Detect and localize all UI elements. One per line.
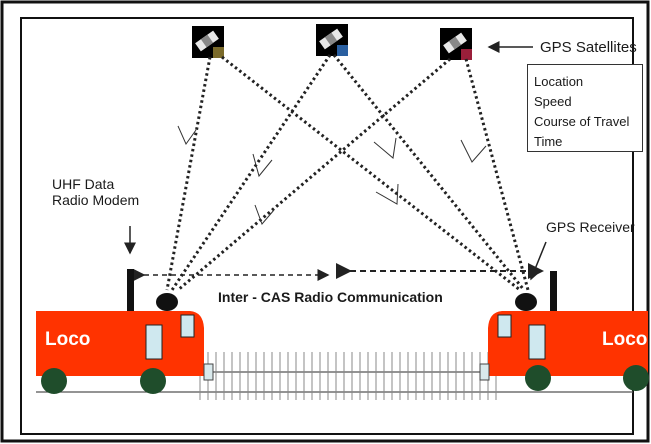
gps-receiver-pointer	[529, 241, 547, 281]
antenna-icon	[550, 271, 557, 311]
receiver-dome-icon	[515, 293, 537, 311]
signal-direction-marks	[177, 125, 487, 225]
gps-receiver-label: GPS Receiver	[546, 219, 635, 235]
satellite-icon	[316, 24, 348, 56]
info-item: Speed	[534, 94, 572, 109]
inter-cas-label: Inter - CAS Radio Communication	[218, 289, 443, 305]
info-item: Location	[534, 74, 584, 89]
satellite-icon	[440, 28, 472, 60]
loco-right-label: Loco	[602, 329, 648, 350]
satellite-signal-lines	[165, 54, 530, 292]
uhf-label-line1: UHF Data	[52, 176, 115, 192]
loco-left-label: Loco	[45, 329, 91, 350]
satellite-icon	[192, 26, 224, 58]
satellite-info-box: Location Speed Course of Travel Time	[527, 64, 643, 152]
antenna-icon	[127, 269, 134, 311]
receiver-dome-icon	[156, 293, 178, 311]
info-item: Course of Travel	[534, 114, 630, 129]
locomotive-right	[479, 271, 649, 391]
locomotive-left	[36, 269, 214, 394]
gps-satellites-label: GPS Satellites	[540, 39, 637, 56]
info-item: Time	[534, 134, 563, 149]
uhf-label-line2: Radio Modem	[52, 192, 140, 209]
uhf-modem-label: UHF Data Radio Modem	[52, 176, 139, 208]
